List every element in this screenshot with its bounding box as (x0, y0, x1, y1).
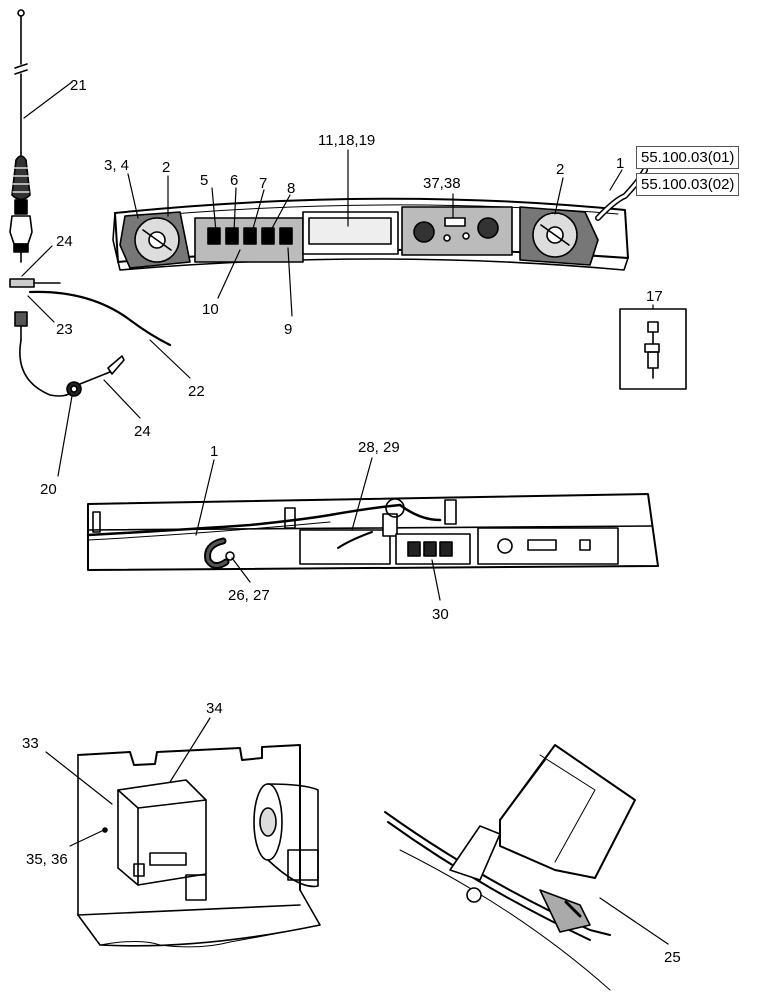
callout-2-right: 2 (556, 161, 564, 178)
callout-5: 5 (200, 172, 208, 189)
callout-11-18-19: 11,18,19 (318, 132, 375, 149)
callout-26-27: 26, 27 (228, 587, 270, 604)
bracket-assembly (384, 744, 636, 991)
callout-2-left: 2 (162, 159, 170, 176)
callout-24-bottom: 24 (134, 423, 151, 440)
callout-28-29: 28, 29 (358, 439, 400, 456)
headliner-console (112, 167, 648, 271)
callout-1-top: 1 (616, 155, 624, 172)
callout-8: 8 (287, 180, 295, 197)
callout-17: 17 (646, 288, 663, 305)
callout-20: 20 (40, 481, 57, 498)
antenna (9, 9, 33, 263)
reference-box-01[interactable]: 55.100.03(01) (636, 146, 740, 169)
callout-22: 22 (188, 383, 205, 400)
callout-1-panel: 1 (210, 443, 218, 460)
callout-30: 30 (432, 606, 449, 623)
fuse-box-detail (619, 308, 687, 390)
module-mount (77, 744, 321, 948)
callout-25: 25 (664, 949, 681, 966)
callout-21: 21 (70, 77, 87, 94)
callout-10: 10 (202, 301, 219, 318)
reference-box-02[interactable]: 55.100.03(02) (636, 173, 740, 196)
callout-6: 6 (230, 172, 238, 189)
callout-35-36: 35, 36 (26, 851, 68, 868)
callout-7: 7 (259, 175, 267, 192)
roof-panel (86, 493, 659, 571)
callout-labels: 21 3, 4 2 5 6 7 8 9 10 11,18,19 37,38 2 … (22, 77, 681, 966)
callout-9: 9 (284, 321, 292, 338)
antenna-cable (9, 278, 172, 397)
callout-23: 23 (56, 321, 73, 338)
callout-37-38: 37,38 (423, 175, 461, 192)
callout-34: 34 (206, 700, 223, 717)
leader-lines (21, 81, 669, 945)
callout-33: 33 (22, 735, 39, 752)
callout-3-4: 3, 4 (104, 157, 129, 174)
callout-24-top: 24 (56, 233, 73, 250)
